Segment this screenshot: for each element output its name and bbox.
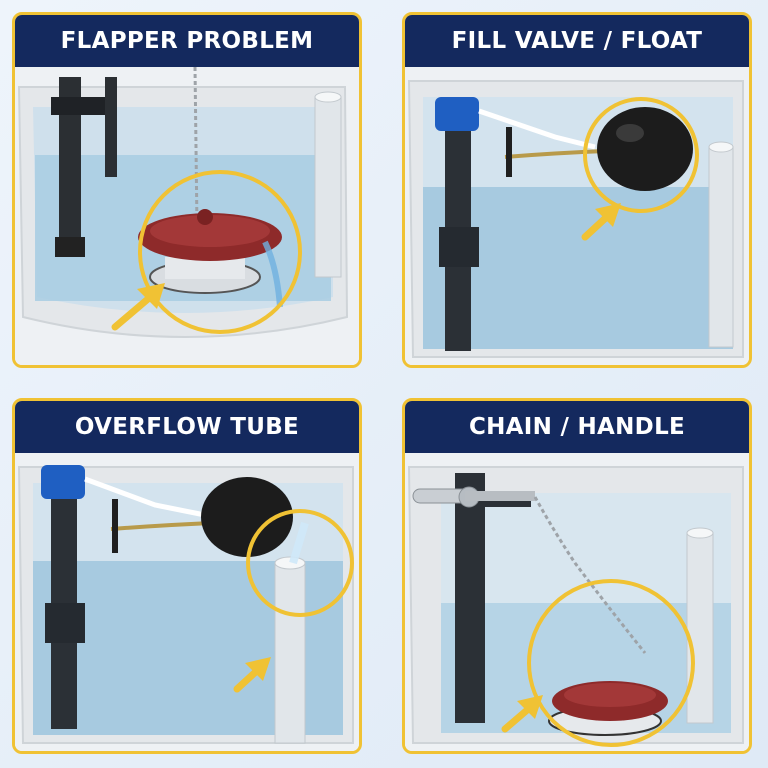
overflow-tube bbox=[314, 91, 342, 278]
fill-valve bbox=[51, 77, 117, 257]
panel-banner: CHAIN / HANDLE bbox=[405, 401, 749, 453]
tank-scene bbox=[15, 453, 359, 751]
panel-title: FLAPPER PROBLEM bbox=[60, 28, 314, 54]
tank-water bbox=[423, 187, 733, 349]
tank-illustration bbox=[15, 67, 359, 365]
panel-fill-valve-float: FILL VALVE / FLOAT bbox=[402, 12, 752, 368]
arrow-pointer bbox=[501, 695, 543, 733]
circle-highlight bbox=[246, 509, 354, 617]
float-arm bbox=[84, 476, 212, 553]
tank-illustration bbox=[405, 453, 749, 751]
arrow-pointer bbox=[111, 283, 165, 331]
overflow-tube bbox=[274, 556, 306, 744]
panel-flapper-problem: FLAPPER PROBLEM bbox=[12, 12, 362, 368]
tank-scene bbox=[15, 67, 359, 365]
fill-valve bbox=[435, 97, 479, 351]
tank-scene bbox=[405, 453, 749, 751]
flush-handle bbox=[412, 486, 535, 508]
tank-illustration bbox=[405, 67, 749, 365]
panel-title: CHAIN / HANDLE bbox=[468, 414, 686, 440]
flapper bbox=[138, 209, 282, 261]
overflow-stream bbox=[289, 521, 309, 565]
flush-valve-seat bbox=[149, 257, 261, 294]
lift-chain bbox=[193, 67, 199, 228]
panel-banner: FILL VALVE / FLOAT bbox=[405, 15, 749, 67]
panel-overflow-tube: OVERFLOW TUBE bbox=[12, 398, 362, 754]
panel-title: OVERFLOW TUBE bbox=[74, 414, 300, 440]
float-ball bbox=[201, 477, 293, 557]
arrow-pointer bbox=[581, 203, 621, 241]
fill-valve bbox=[41, 465, 85, 729]
tank-illustration bbox=[15, 453, 359, 751]
overflow-tube bbox=[708, 141, 734, 348]
panel-banner: FLAPPER PROBLEM bbox=[15, 15, 359, 67]
lift-chain bbox=[533, 496, 647, 654]
circle-highlight bbox=[527, 579, 695, 747]
fill-valve bbox=[455, 473, 531, 723]
leak-stream bbox=[262, 240, 283, 308]
arrow-pointer bbox=[233, 657, 271, 693]
circle-highlight bbox=[138, 170, 302, 334]
float-ball bbox=[597, 107, 693, 191]
flapper bbox=[552, 681, 668, 721]
circle-highlight bbox=[583, 97, 699, 213]
panel-banner: OVERFLOW TUBE bbox=[15, 401, 359, 453]
panel-chain-handle: CHAIN / HANDLE bbox=[402, 398, 752, 754]
overflow-tube bbox=[686, 527, 714, 724]
float-arm bbox=[478, 108, 606, 177]
tank-scene bbox=[405, 67, 749, 365]
panel-title: FILL VALVE / FLOAT bbox=[451, 28, 703, 54]
